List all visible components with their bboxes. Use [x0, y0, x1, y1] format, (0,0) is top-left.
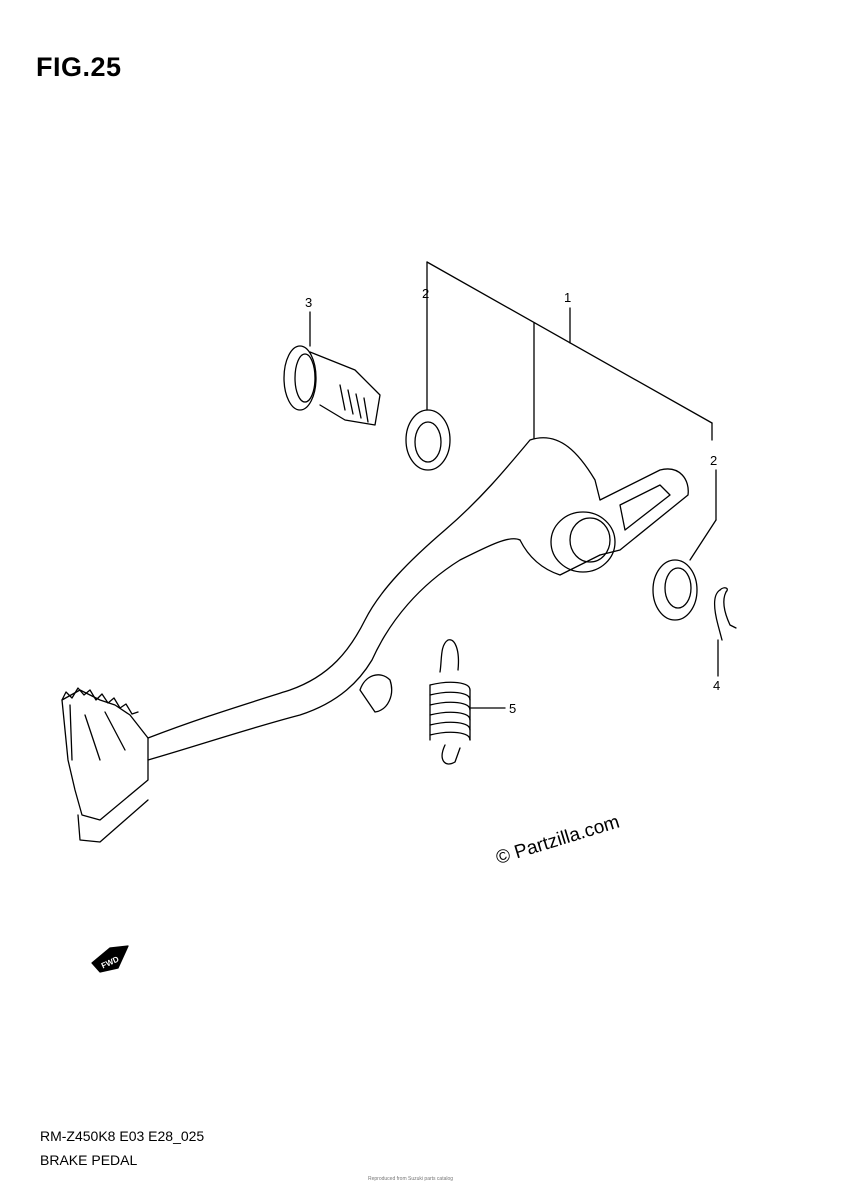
callout-1: 1 — [564, 290, 571, 305]
leader-lines — [309, 261, 719, 709]
seal-right — [652, 559, 698, 621]
cotter-pin — [713, 587, 737, 641]
return-spring — [429, 639, 471, 765]
callout-3: 3 — [305, 295, 312, 310]
diagram-code: RM-Z450K8 E03 E28_025 — [40, 1128, 205, 1144]
seal-left — [405, 409, 451, 471]
diagram-caption: BRAKE PEDAL — [40, 1152, 138, 1168]
figure-title: FIG.25 — [36, 52, 122, 82]
brake-pedal-arm — [61, 437, 689, 843]
pivot-bolt — [283, 345, 381, 426]
callout-2-right: 2 — [710, 453, 717, 468]
callout-4: 4 — [713, 678, 720, 693]
fwd-arrow-icon — [91, 945, 129, 973]
callout-2-left: 2 — [422, 286, 429, 301]
callout-5: 5 — [509, 701, 516, 716]
fine-print: Reproduced from Suzuki parts catalog — [368, 1176, 454, 1182]
